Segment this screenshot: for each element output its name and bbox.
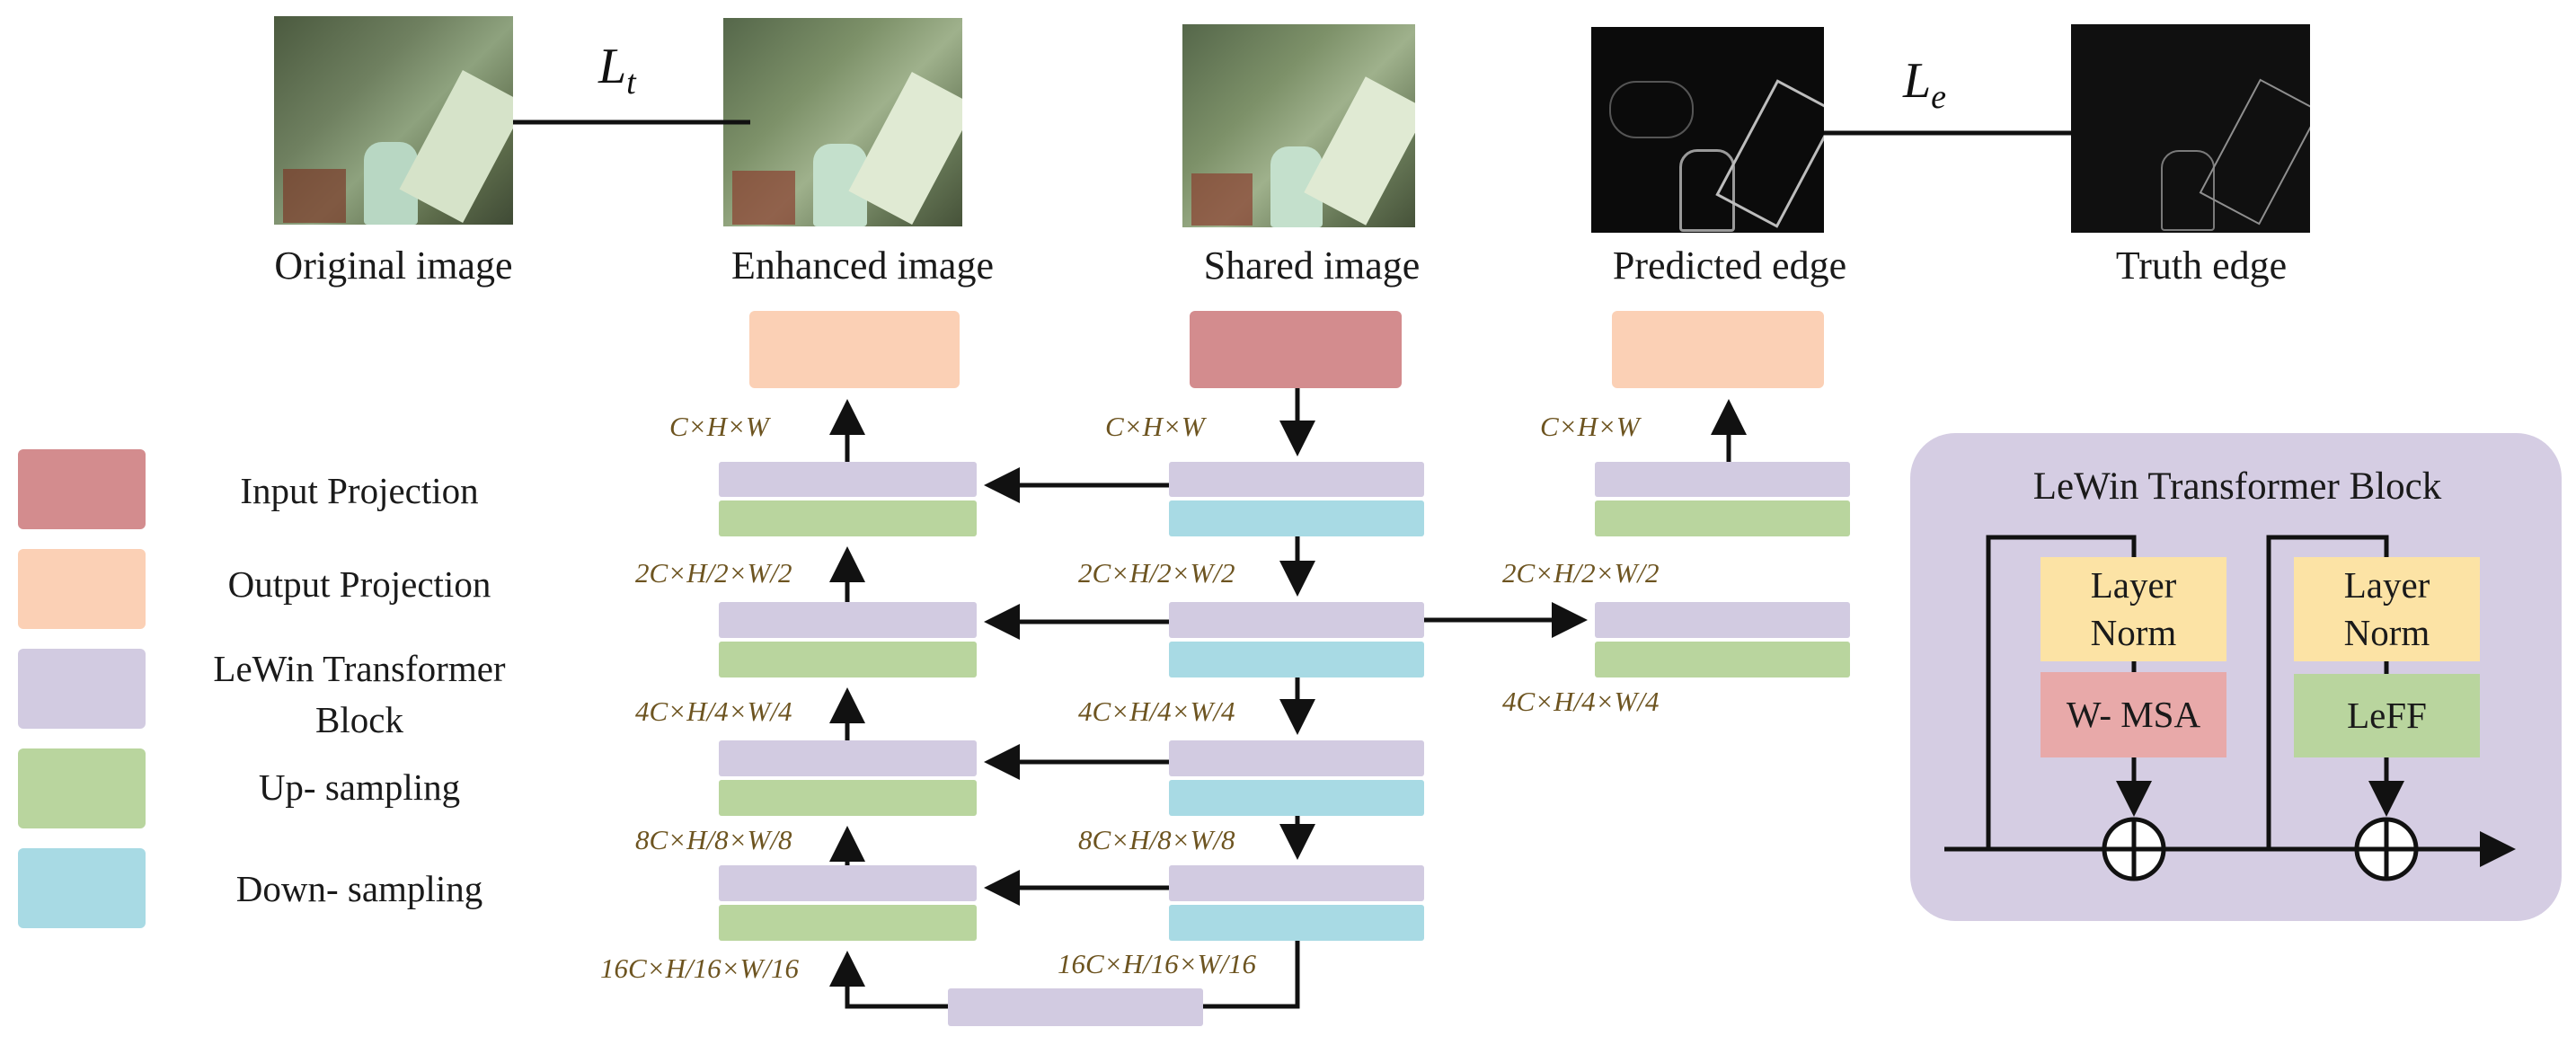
decoder-lewin-block-4 bbox=[719, 865, 977, 901]
legend-swatch-lewin-block bbox=[18, 649, 146, 729]
decoder-lewin-block-1 bbox=[719, 462, 977, 497]
dim-right-2: 2C×H/2×W/2 bbox=[1502, 557, 1660, 589]
decoder-lewin-block-2 bbox=[719, 602, 977, 638]
dim-left-5: 16C×H/16×W/16 bbox=[600, 952, 799, 984]
decoder-up-sampling-3 bbox=[719, 780, 977, 816]
encoder-down-sampling-3 bbox=[1169, 780, 1424, 816]
dim-left-3: 4C×H/4×W/4 bbox=[635, 695, 792, 727]
wmsa-label: W- MSA bbox=[2066, 693, 2201, 735]
decoder-up-sampling-4 bbox=[719, 905, 977, 941]
lewin-block-title: LeWin Transformer Block bbox=[2032, 465, 2442, 508]
caption-original-image: Original image bbox=[274, 244, 513, 288]
layer-norm-label-2: Layer Norm bbox=[2343, 563, 2430, 653]
caption-enhanced-image: Enhanced image bbox=[731, 244, 994, 288]
original-image bbox=[274, 16, 513, 225]
encoder-lewin-block-4 bbox=[1169, 865, 1424, 901]
loss-le-label: Le bbox=[1903, 53, 1947, 116]
dim-right-3: 4C×H/4×W/4 bbox=[1502, 686, 1660, 717]
output-projection-enhanced bbox=[749, 311, 960, 388]
encoder-down-sampling-4 bbox=[1169, 905, 1424, 941]
dim-mid-4: 8C×H/8×W/8 bbox=[1078, 824, 1235, 855]
legend-label-lewin-block: LeWin Transformer Block bbox=[213, 648, 506, 741]
edge-up-sampling-2 bbox=[1595, 642, 1850, 677]
legend-label-up-sampling: Up- sampling bbox=[258, 766, 461, 808]
dim-mid-5: 16C×H/16×W/16 bbox=[1058, 948, 1256, 979]
block-residual-1 bbox=[1986, 535, 2137, 849]
decoder-up-sampling-2 bbox=[719, 642, 977, 677]
edge-lewin-block-2 bbox=[1595, 602, 1850, 638]
layer-norm-box-2: Layer Norm bbox=[2294, 557, 2480, 661]
legend-swatch-down-sampling bbox=[18, 848, 146, 928]
legend-swatch-input-projection bbox=[18, 449, 146, 529]
dim-left-2: 2C×H/2×W/2 bbox=[635, 557, 792, 589]
legend-label-down-sampling: Down- sampling bbox=[235, 868, 483, 909]
layer-norm-box-1: Layer Norm bbox=[2040, 557, 2226, 661]
encoder-down-sampling-2 bbox=[1169, 642, 1424, 677]
dim-mid-3: 4C×H/4×W/4 bbox=[1078, 695, 1235, 727]
legend-label-output-projection: Output Projection bbox=[227, 563, 491, 605]
predicted-edge-image bbox=[1591, 27, 1824, 233]
enhanced-image bbox=[723, 18, 962, 226]
caption-predicted-edge: Predicted edge bbox=[1612, 244, 1847, 288]
dim-left-1: C×H×W bbox=[669, 411, 769, 442]
edge-up-sampling-1 bbox=[1595, 500, 1850, 536]
block-residual-2 bbox=[2266, 535, 2389, 849]
output-projection-edge bbox=[1612, 311, 1824, 388]
dim-right-1: C×H×W bbox=[1540, 411, 1640, 442]
shared-image bbox=[1182, 24, 1415, 227]
add-node-2 bbox=[2354, 817, 2419, 881]
dim-left-4: 8C×H/8×W/8 bbox=[635, 824, 792, 855]
input-projection-shared bbox=[1190, 311, 1402, 388]
dim-mid-1: C×H×W bbox=[1105, 411, 1205, 442]
arrow-bottleneck-to-left bbox=[829, 951, 948, 1009]
caption-truth-edge: Truth edge bbox=[2115, 244, 2288, 288]
arrow-encoder-to-bottleneck bbox=[1203, 941, 1300, 1009]
add-node-1 bbox=[2102, 817, 2166, 881]
leff-box: LeFF bbox=[2294, 674, 2480, 757]
edge-lewin-block-1 bbox=[1595, 462, 1850, 497]
decoder-lewin-block-3 bbox=[719, 740, 977, 776]
legend-label-input-projection: Input Projection bbox=[240, 470, 479, 511]
leff-label: LeFF bbox=[2347, 694, 2427, 736]
encoder-lewin-block-1 bbox=[1169, 462, 1424, 497]
decoder-up-sampling-1 bbox=[719, 500, 977, 536]
encoder-down-sampling-1 bbox=[1169, 500, 1424, 536]
encoder-lewin-block-2 bbox=[1169, 602, 1424, 638]
truth-edge-image bbox=[2071, 24, 2310, 233]
layer-norm-label-1: Layer Norm bbox=[2090, 563, 2177, 653]
bottleneck-lewin-block bbox=[948, 988, 1203, 1026]
dim-mid-2: 2C×H/2×W/2 bbox=[1078, 557, 1235, 589]
wmsa-box: W- MSA bbox=[2040, 672, 2226, 757]
legend-swatch-up-sampling bbox=[18, 748, 146, 828]
caption-shared-image: Shared image bbox=[1203, 244, 1421, 288]
legend-swatch-output-projection bbox=[18, 549, 146, 629]
encoder-lewin-block-3 bbox=[1169, 740, 1424, 776]
loss-lt-label: Lt bbox=[598, 39, 636, 102]
